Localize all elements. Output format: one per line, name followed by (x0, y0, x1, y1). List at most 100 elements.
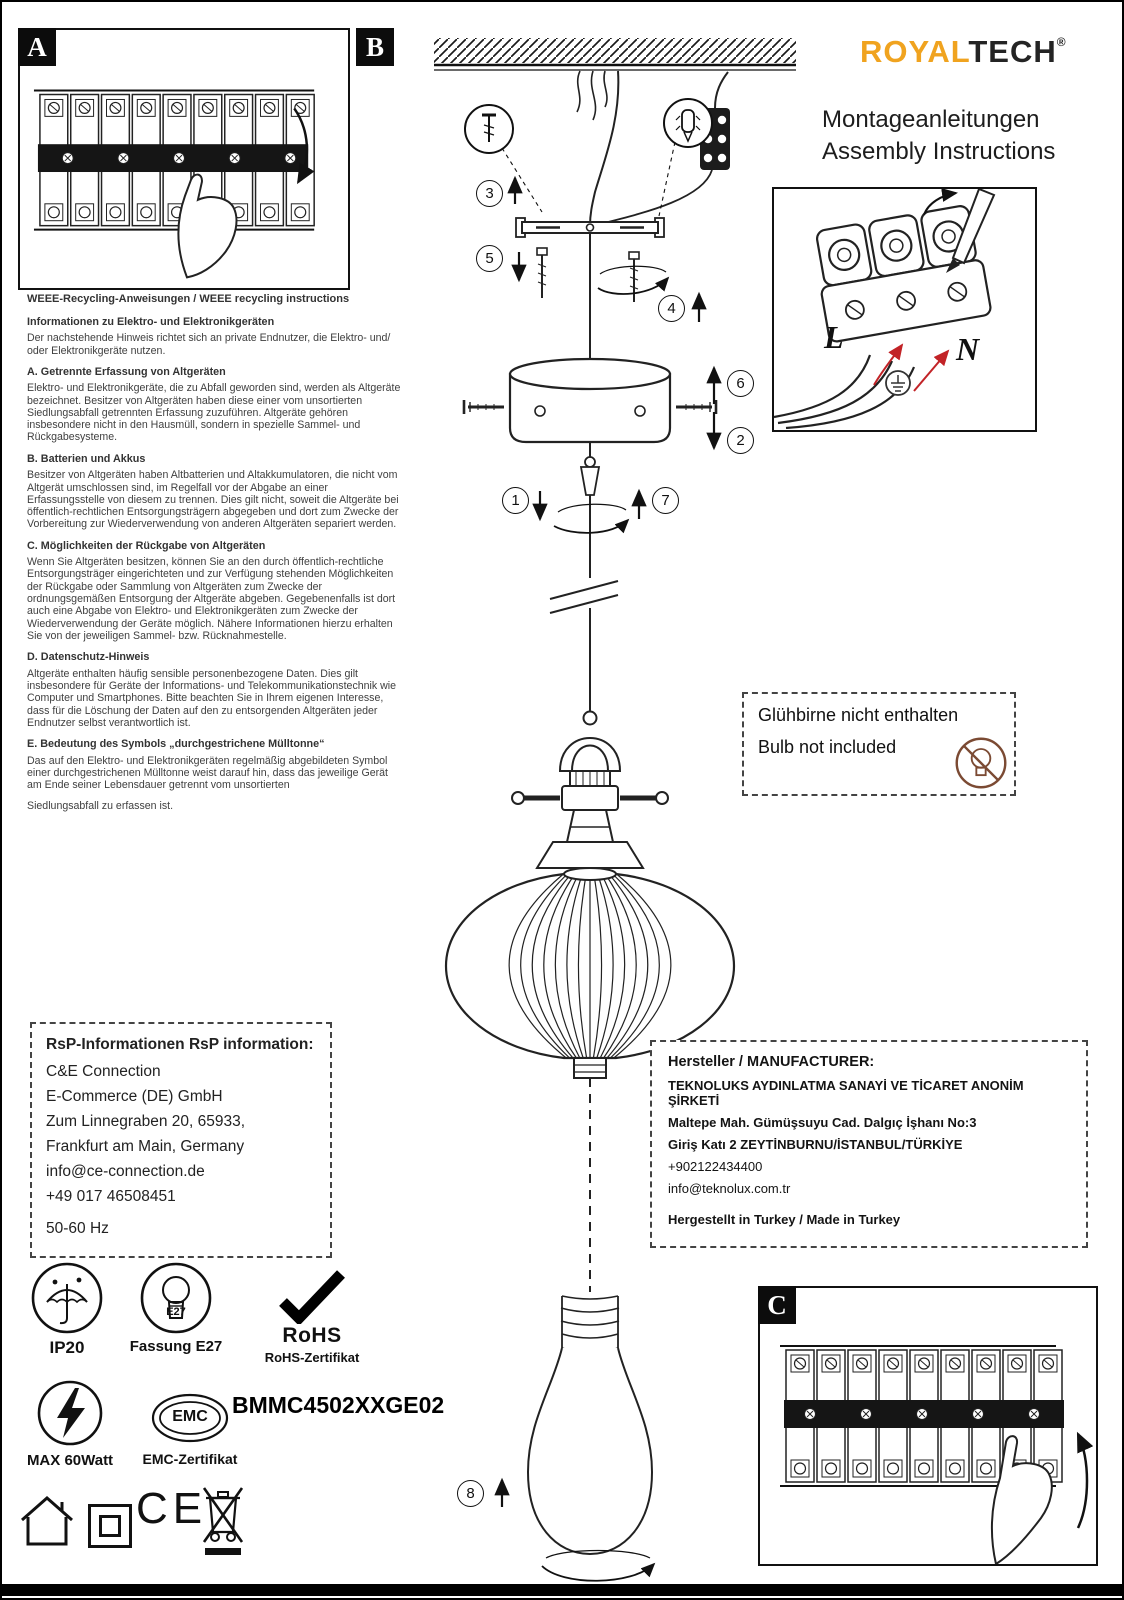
circuit-breaker-off-illustration (33, 89, 315, 279)
socket-label: Fassung E27 (129, 1338, 223, 1355)
manufacturer-address2: Giriş Katı 2 ZEYTİNBURNU/İSTANBUL/TÜRKİY… (668, 1137, 963, 1152)
rsp-title: RsP-Informationen RsP information: (46, 1036, 314, 1053)
rsp-info-box: RsP-Informationen RsP information: C&E C… (30, 1022, 332, 1258)
emc-sub-label: EMC-Zertifikat (142, 1451, 238, 1467)
house-icon (21, 1496, 73, 1546)
lamp-holder (511, 710, 669, 869)
weee-footer: Siedlungsabfall zu erfassen ist. (27, 800, 174, 813)
step-2-badge: 2 (727, 427, 754, 454)
circuit-breaker-on-illustration (780, 1345, 1094, 1564)
document-title: Montageanleitungen Assembly Instructions (822, 104, 1055, 169)
double-insulation-icon (88, 1504, 132, 1548)
max-watt-label: MAX 60Watt (26, 1452, 114, 1469)
ip20-block: IP20 (24, 1260, 110, 1358)
weee-e-body: Das auf den Elektro- und Elektronikgerät… (27, 754, 388, 792)
pointing-hand-illustration (990, 1435, 1053, 1564)
drop-cord-upper (589, 70, 620, 227)
ip20-label: IP20 (49, 1338, 85, 1357)
bulb-illustration (526, 1295, 654, 1556)
wiring-detail-box: L N (772, 187, 1037, 432)
supply-wires (576, 70, 608, 121)
e27-socket-icon (140, 1262, 212, 1334)
rsp-line: Frankfurt am Main, Germany (46, 1138, 245, 1155)
ip20-umbrella-icon (31, 1262, 103, 1334)
title-de: Montageanleitungen (822, 106, 1040, 133)
brand-tech: TECH (968, 34, 1057, 69)
manufacturer-company: TEKNOLUKS AYDINLATMA SANAYİ VE TİCARET A… (668, 1078, 1024, 1108)
earth-symbol (885, 370, 911, 396)
manufacturer-box: Hersteller / MANUFACTURER: TEKNOLUKS AYD… (650, 1040, 1088, 1248)
manufacturer-phone: +902122434400 (668, 1159, 763, 1174)
panel-c: C (758, 1286, 1098, 1566)
rsp-line: E-Commerce (DE) GmbH (46, 1088, 223, 1105)
weee-bin-icon (202, 1487, 244, 1555)
emc-text: EMC (172, 1408, 208, 1425)
rotation-arrow-cord (553, 518, 630, 534)
step-3-badge: 3 (476, 180, 503, 207)
assembly-exploded-diagram (434, 38, 796, 1582)
rotation-arrow-screw (597, 276, 670, 295)
pointing-hand-illustration (177, 173, 238, 279)
weee-info-title: Informationen zu Elektro- und Elektronik… (27, 315, 275, 328)
lightning-icon (37, 1380, 103, 1446)
step-8-badge: 8 (457, 1480, 484, 1507)
rsp-line: C&E Connection (46, 1063, 161, 1080)
rail-screws (804, 1408, 1040, 1420)
weee-heading: WEEE-Recycling-Anweisungen / WEEE recycl… (27, 293, 350, 305)
switch-off-arrow (293, 107, 315, 185)
cord-grip (579, 442, 601, 496)
terminal-block-illustration (774, 189, 996, 429)
brand-logo: ROYALTECH® (860, 34, 1067, 70)
brand-royal: ROYAL (860, 34, 969, 69)
rail-screws (61, 152, 297, 165)
bottom-bar (2, 1584, 1122, 1596)
panel-a-label: A (18, 28, 56, 66)
weee-a-title: A. Getrennte Erfassung von Altgeräten (27, 365, 226, 378)
ce-mark: CE (136, 1484, 208, 1533)
weee-e-title: E. Bedeutung des Symbols „durchgestriche… (27, 738, 325, 751)
rotation-arrow-bulb (541, 1562, 656, 1582)
weee-instructions: WEEE-Recycling-Anweisungen / WEEE recycl… (27, 293, 401, 818)
screw-detail-circle (464, 104, 543, 213)
rohs-checkmark-icon (279, 1270, 345, 1324)
weee-c-body: Wenn Sie Altgeräten besitzen, können Sie… (27, 556, 396, 642)
ribbed-shade (444, 867, 736, 1079)
no-bulb-icon (955, 737, 1007, 789)
socket-block: E27 Fassung E27 (124, 1260, 228, 1355)
rohs-sub-label: RoHS-Zertifikat (264, 1350, 360, 1365)
weee-d-title: D. Datenschutz-Hinweis (27, 651, 150, 664)
ceiling-hatch (434, 38, 796, 71)
weee-c-title: C. Möglichkeiten der Rückgabe von Altger… (27, 539, 266, 552)
rsp-email: info@ce-connection.de (46, 1163, 205, 1180)
wire-direction-arrows (873, 343, 950, 392)
ceiling-canopy (462, 357, 718, 444)
panel-b-label: B (356, 28, 394, 66)
e27-mark: E27 (166, 1306, 186, 1318)
step-6-badge: 6 (727, 370, 754, 397)
rohs-block: RoHS RoHS-Zertifikat (250, 1268, 374, 1365)
terminal-block (815, 205, 992, 343)
wire-label-neutral: N (956, 331, 980, 367)
rsp-line: Zum Linnegraben 20, 65933, (46, 1113, 246, 1130)
registered-mark: ® (1056, 35, 1067, 49)
emc-icon (151, 1393, 229, 1443)
product-code: BMMC4502XXGE02 (232, 1392, 445, 1418)
emc-block: EMC EMC-Zertifikat (134, 1392, 246, 1467)
weee-a-body: Elektro- und Elektronikgeräte, die zu Ab… (27, 382, 401, 444)
weee-b-body: Besitzer von Altgeräten haben Altbatteri… (27, 469, 399, 531)
cable-break-marks (549, 580, 619, 614)
bulb-note-en: Bulb not included (758, 737, 897, 757)
manufacturer-email: info@teknolux.com.tr (668, 1181, 791, 1196)
screwdriver-icon (923, 189, 996, 273)
rsp-phone: +49 017 46508451 (46, 1188, 176, 1205)
step-7-badge: 7 (652, 487, 679, 514)
weee-b-title: B. Batterien und Akkus (27, 452, 146, 465)
max-watt-block: MAX 60Watt (26, 1378, 114, 1469)
manufacturer-address1: Maltepe Mah. Gümüşsuyu Cad. Dalgıç İşhan… (668, 1115, 977, 1130)
anchor-detail-circle (658, 98, 713, 217)
wire-label-live: L (824, 319, 844, 355)
rohs-label: RoHS (282, 1324, 342, 1347)
switch-on-arrow (1076, 1431, 1094, 1529)
weee-d-body: Altgeräte enthalten häufig sensible pers… (27, 667, 397, 729)
